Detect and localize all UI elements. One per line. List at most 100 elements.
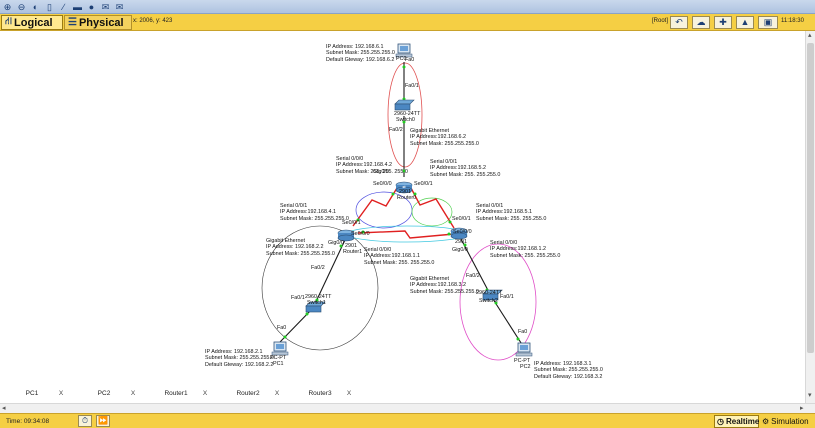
annotation-ellipse[interactable]: [411, 197, 453, 227]
pc0-icon[interactable]: [395, 43, 413, 58]
router0-icon[interactable]: ⇄: [395, 181, 413, 194]
link-router1-router2-serial[interactable]: [357, 230, 455, 239]
tab-realtime[interactable]: ◷ Realtime: [714, 415, 759, 428]
simple-pdu-icon[interactable]: ✉: [101, 1, 110, 12]
rectangle-icon[interactable]: ▯: [47, 1, 52, 12]
move-object-button[interactable]: ✚: [714, 16, 732, 29]
pc0-note[interactable]: IP Address: 192.168.6.1 Subnet Mask: 255…: [326, 44, 395, 63]
router2-icon[interactable]: [450, 227, 468, 240]
zoom-out-icon[interactable]: ⊖: [17, 1, 26, 12]
logical-workspace[interactable]: ⇄: [0, 31, 805, 384]
set-background-button[interactable]: ▲: [736, 16, 754, 29]
switch1-fa02-port: Fa0/2: [311, 265, 325, 271]
logical-icon: ⛙: [5, 16, 13, 27]
cursor-coordinates: x: 2006, y: 423: [133, 18, 173, 24]
link-router0-router2-serial[interactable]: [410, 187, 455, 229]
viewport-button[interactable]: ▣: [758, 16, 778, 29]
pc2-icon[interactable]: [515, 342, 533, 357]
pdu-item[interactable]: Router2 X: [224, 390, 282, 397]
close-icon[interactable]: X: [58, 390, 64, 397]
svg-text:⇄: ⇄: [402, 184, 406, 189]
annotation-ellipse[interactable]: [387, 62, 423, 168]
workspace-mode-bar: ⛙ Logical ☰ Physical x: 2006, y: 423 [Ro…: [0, 14, 815, 31]
router0-serial-left-note[interactable]: Serial 0/0/0 IP Address:192.168.4.2 Subn…: [336, 156, 408, 175]
switch2-icon[interactable]: [482, 289, 503, 301]
new-cluster-button[interactable]: ☁: [692, 16, 710, 29]
router1-serial001-note[interactable]: Serial 0/0/1 IP Address:192.168.4.1 Subn…: [280, 203, 349, 222]
close-icon[interactable]: X: [130, 390, 136, 397]
freeform-icon[interactable]: ●: [88, 1, 95, 12]
power-cycle-button[interactable]: ⏱: [78, 415, 92, 427]
router1-gig-port: Gig0/0: [328, 240, 344, 246]
fast-forward-icon: ⏩: [98, 416, 108, 425]
router1-gig-note[interactable]: Gigabit Ethernet IP Address: 192.168.2.2…: [266, 238, 335, 257]
router2-se001-port: Se0/0/1: [452, 216, 471, 222]
close-icon[interactable]: X: [202, 390, 208, 397]
pc1-port-label: Fa0: [277, 325, 287, 331]
pdu-item[interactable]: PC2 X: [80, 390, 138, 397]
router2-gig-note[interactable]: Gigabit Ethernet IP Address:192.168.3.2 …: [410, 276, 479, 295]
link-router2-switch2[interactable]: [460, 238, 492, 297]
horizontal-scrollbar[interactable]: ◂ ▸: [0, 403, 815, 413]
link-router0-router1-serial[interactable]: [352, 187, 398, 227]
palette-icon[interactable]: ◐: [32, 1, 39, 12]
router0-gig-note[interactable]: Gigabit Ethernet IP Address:192.168.6.2 …: [410, 128, 479, 147]
root-label: [Root]: [652, 18, 669, 24]
tab-simulation[interactable]: ⚙ Simulation: [762, 417, 809, 426]
switch2-fa02-port: Fa0/2: [466, 273, 480, 279]
pc2-note[interactable]: IP Address: 192.168.3.1 Subnet Mask: 255…: [534, 361, 603, 380]
router0-se001-port: Se0/0/1: [414, 181, 433, 187]
annotation-ellipse[interactable]: [459, 243, 537, 361]
router2-se000-port: Se0/0/0: [453, 229, 472, 235]
pc1-note[interactable]: IP Address: 192.168.2.1 Subnet Mask: 255…: [205, 349, 274, 368]
router2-serial000-note[interactable]: Serial 0/0/0 IP Address:192.168.1.2 Subn…: [490, 240, 561, 259]
pdu-item[interactable]: Router3 X: [296, 390, 354, 397]
pc2-port-label: Fa0: [518, 329, 528, 335]
complex-pdu-icon[interactable]: ✉: [115, 1, 124, 12]
zoom-in-icon[interactable]: ⊕: [3, 1, 12, 12]
switch2-fa01-port: Fa0/1: [500, 294, 514, 300]
router1-se001-port: Se0/0/1: [342, 220, 361, 226]
vertical-scroll-thumb[interactable]: [807, 43, 814, 353]
close-icon[interactable]: X: [346, 390, 352, 397]
pc1-icon[interactable]: [271, 341, 289, 356]
router1-se000-port: Se0/0/0: [351, 231, 370, 237]
scroll-up-icon[interactable]: ▴: [808, 32, 812, 39]
scroll-left-icon[interactable]: ◂: [2, 405, 6, 412]
router1-serial000-note[interactable]: Serial 0/0/0 IP Address:192.168.1.1 Subn…: [364, 247, 435, 266]
switch1-icon[interactable]: [305, 301, 326, 313]
fast-forward-button[interactable]: ⏩: [96, 415, 110, 427]
router2-model: 2901: [455, 239, 467, 245]
tab-physical[interactable]: ☰ Physical: [64, 15, 132, 30]
pc1-model: PC-PT: [270, 355, 287, 361]
vertical-scrollbar[interactable]: ▴ ▾: [805, 31, 815, 403]
router1-icon[interactable]: [337, 229, 355, 242]
switch0-port-down: Fa0/2: [389, 127, 403, 133]
back-arrow-icon: ↶: [675, 17, 683, 27]
tab-logical[interactable]: ⛙ Logical: [1, 15, 63, 30]
router0-gig-port: Gig0/0: [373, 169, 389, 175]
close-icon[interactable]: X: [274, 390, 280, 397]
annotation-ellipse[interactable]: [261, 225, 379, 351]
mountain-icon: ▲: [740, 17, 750, 27]
scroll-right-icon[interactable]: ▸: [800, 405, 804, 412]
router0-serial-right-note[interactable]: Serial 0/0/1 IP Address:192.168.5.2 Subn…: [430, 159, 501, 178]
line-icon[interactable]: ∕: [62, 1, 65, 12]
pdu-item[interactable]: Router1 X: [152, 390, 210, 397]
tab-physical-label: Physical: [78, 16, 124, 29]
switch2-label: Switch2: [479, 298, 498, 304]
link-router1-switch1[interactable]: [312, 239, 346, 309]
tab-logical-label: Logical: [14, 16, 53, 29]
clock: 11:18:30: [781, 18, 804, 24]
scroll-down-icon[interactable]: ▾: [808, 392, 812, 399]
pdu-list: PC1 X PC2 X Router1 X Router2 X Router3 …: [0, 384, 805, 403]
router2-serial001-note[interactable]: Serial 0/0/1 IP Address:192.168.5.1 Subn…: [476, 203, 547, 222]
pdu-item[interactable]: PC1 X: [8, 390, 66, 397]
ellipse-icon[interactable]: ▬: [73, 1, 82, 12]
drawing-toolbar: ⊕ ⊖ ◐ ▯ ∕ ▬ ● ✉ ✉: [0, 0, 815, 14]
back-button[interactable]: ↶: [670, 16, 688, 29]
switch0-icon[interactable]: [394, 99, 415, 111]
router0-model: 2901: [399, 189, 411, 195]
pc2-label: PC2: [520, 364, 531, 370]
switch1-fa01-port: Fa0/1: [291, 295, 305, 301]
